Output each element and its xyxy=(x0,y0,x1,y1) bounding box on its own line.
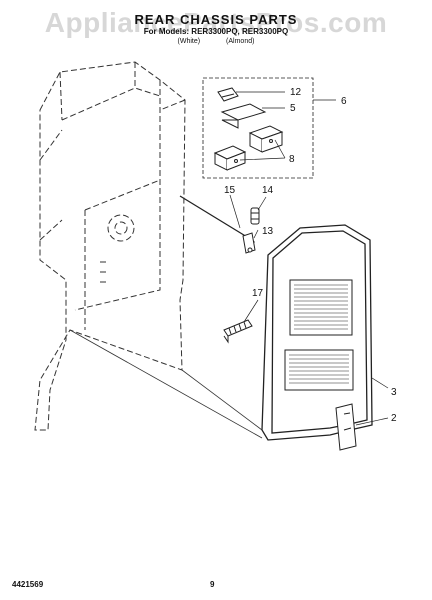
callout-15: 15 xyxy=(224,185,236,196)
part-12-clip xyxy=(217,87,239,102)
page-title: REAR CHASSIS PARTS xyxy=(134,12,298,27)
page-header: AppliancePartsPros.com REAR CHASSIS PART… xyxy=(0,6,432,47)
rear-panel-vent-lower xyxy=(284,349,354,391)
part-5-bracket xyxy=(220,103,267,129)
part-14-fuse xyxy=(250,207,260,225)
callout-5: 5 xyxy=(290,103,296,114)
callout-6: 6 xyxy=(341,96,347,107)
part-8-block-b xyxy=(213,145,247,171)
callout-13: 13 xyxy=(262,226,274,237)
range-chassis-outline xyxy=(34,61,186,431)
variant-almond: (Almond) xyxy=(226,38,255,45)
part-8-block-a xyxy=(248,125,284,153)
leader-lines xyxy=(229,91,389,426)
rear-panel xyxy=(261,224,373,441)
part-13-clip xyxy=(242,232,256,254)
assembly-lines xyxy=(69,329,263,439)
watermark: AppliancePartsPros.com xyxy=(44,7,388,38)
part-17-terminal-block xyxy=(223,319,253,344)
callouts: 12 5 6 8 15 14 13 17 3 2 xyxy=(224,87,397,424)
page-number: 9 xyxy=(210,580,215,589)
part-2-bracket xyxy=(335,403,357,451)
callout-2: 2 xyxy=(391,413,397,424)
part-15-rod xyxy=(179,195,255,247)
models-subtitle: For Models: RER3300PQ, RER3300PQ xyxy=(143,27,289,36)
variant-white: (White) xyxy=(177,38,201,45)
callout-17: 17 xyxy=(252,288,264,299)
document-number: 4421569 xyxy=(12,580,44,589)
callout-12: 12 xyxy=(290,87,302,98)
parts-kit-box xyxy=(202,77,314,179)
callout-8: 8 xyxy=(289,154,295,165)
color-variants: (White) (Almond) xyxy=(0,37,432,47)
callout-14: 14 xyxy=(262,185,274,196)
callout-3: 3 xyxy=(391,387,397,398)
rear-panel-vent-upper xyxy=(289,279,353,336)
